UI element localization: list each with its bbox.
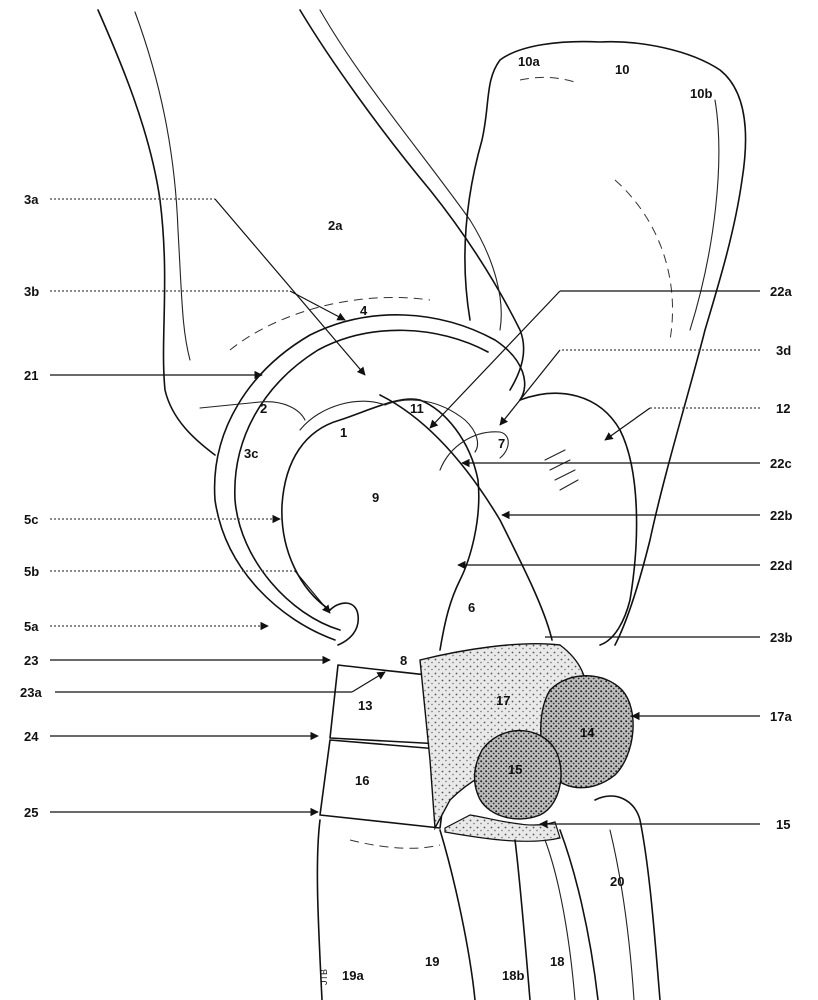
metacarpal-18 <box>515 830 598 1000</box>
label-24: 24 <box>24 729 39 744</box>
metacarpal-20 <box>595 796 660 1000</box>
lateral-condyle-outline <box>520 393 637 645</box>
trochlea-outline <box>282 399 479 650</box>
label-5b: 5b <box>24 564 39 579</box>
label-19a: 19a <box>342 968 364 983</box>
label-15: 15 <box>776 817 790 832</box>
capsule-dashed <box>230 297 430 350</box>
label-23: 23 <box>24 653 38 668</box>
notch-5b <box>330 603 358 645</box>
label-16: 16 <box>355 773 369 788</box>
label-23b: 23b <box>770 630 792 645</box>
label-7: 7 <box>498 436 505 451</box>
joint-capsule-inner <box>235 330 488 630</box>
hatch-lines <box>545 450 578 490</box>
label-22d: 22d <box>770 558 792 573</box>
leader-22a-b <box>430 291 560 428</box>
label-23a: 23a <box>20 685 42 700</box>
label-9: 9 <box>372 490 379 505</box>
artist-signature: JTB <box>319 969 329 985</box>
label-5c: 5c <box>24 512 38 527</box>
metacarpal-dashed <box>350 840 440 848</box>
label-22c: 22c <box>770 456 792 471</box>
label-3d: 3d <box>776 343 791 358</box>
label-18b: 18b <box>502 968 524 983</box>
leader-3b-b <box>290 291 345 320</box>
label-15-inner: 15 <box>508 762 522 777</box>
olecranon-outline <box>465 42 746 645</box>
label-6: 6 <box>468 600 475 615</box>
carpal-lower <box>445 815 560 841</box>
structure-2 <box>200 402 305 420</box>
label-13: 13 <box>358 698 372 713</box>
label-22a: 22a <box>770 284 792 299</box>
label-17: 17 <box>496 693 510 708</box>
label-18: 18 <box>550 954 564 969</box>
metacarpal-inner <box>545 830 634 1000</box>
label-4: 4 <box>360 303 368 318</box>
label-17a: 17a <box>770 709 792 724</box>
label-14: 14 <box>580 725 595 740</box>
olecranon-dashed-curve <box>615 180 673 340</box>
leader-12-b <box>605 408 650 440</box>
label-1: 1 <box>340 425 347 440</box>
label-22b: 22b <box>770 508 792 523</box>
label-25: 25 <box>24 805 38 820</box>
humerus-outline-inner <box>135 12 190 360</box>
label-3a: 3a <box>24 192 39 207</box>
label-12: 12 <box>776 401 790 416</box>
label-20: 20 <box>610 874 624 889</box>
humerus-outline-left <box>98 10 215 455</box>
label-3b: 3b <box>24 284 39 299</box>
olecranon-dashed <box>520 77 575 82</box>
label-5a: 5a <box>24 619 39 634</box>
label-8: 8 <box>400 653 407 668</box>
leader-3d-b <box>500 350 560 425</box>
label-10b: 10b <box>690 86 712 101</box>
humerus-outline-right <box>300 10 524 390</box>
leader-23a-b <box>352 672 385 692</box>
label-19: 19 <box>425 954 439 969</box>
label-11: 11 <box>410 401 424 416</box>
ulna-line <box>380 395 552 640</box>
label-21: 21 <box>24 368 38 383</box>
label-2a: 2a <box>328 218 343 233</box>
label-3c: 3c <box>244 446 258 461</box>
label-10: 10 <box>615 62 629 77</box>
label-10a: 10a <box>518 54 540 69</box>
leader-5b-b <box>295 571 330 613</box>
label-2: 2 <box>260 401 267 416</box>
